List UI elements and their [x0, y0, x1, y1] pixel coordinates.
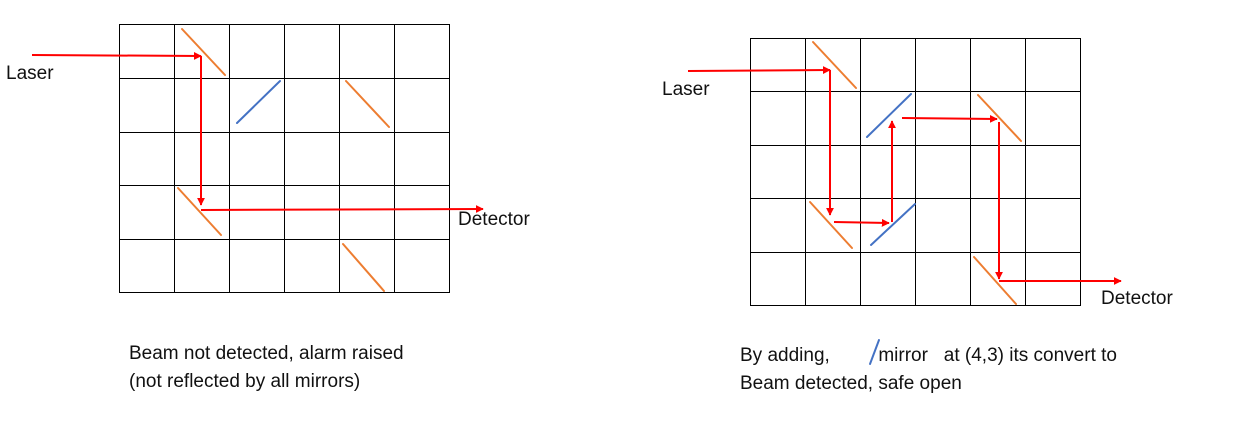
mirror-slash: [870, 203, 916, 246]
mirror-backslash: [812, 41, 857, 89]
right-grid: [750, 38, 1081, 306]
left-mirrors: [177, 28, 390, 292]
caption-before-icon: By adding,: [740, 345, 830, 366]
laser-label: Laser: [6, 63, 54, 84]
laser-label: Laser: [662, 79, 710, 100]
caption-after-icon: mirror at (4,3) its convert to: [878, 345, 1117, 366]
right-mirrors: [809, 41, 1022, 305]
detector-label: Detector: [458, 209, 530, 230]
caption-line-2: (not reflected by all mirrors): [129, 371, 361, 392]
mirror-slash: [866, 93, 912, 138]
left-beam: [31, 51, 484, 214]
caption: Beam not detected, alarm raised (not ref…: [129, 340, 404, 396]
beam-arrow: [31, 51, 202, 60]
mirror-backslash: [809, 201, 853, 249]
beam-arrow: [901, 114, 998, 123]
beam-arrow: [833, 218, 890, 227]
caption-line-2: Beam detected, safe open: [740, 373, 962, 394]
beam-arrow: [200, 205, 484, 214]
detector-label: Detector: [1101, 288, 1173, 309]
mirror-backslash: [345, 80, 390, 128]
caption: By adding, mirror at (4,3) its convert t…: [740, 342, 1117, 398]
mirror-backslash: [177, 187, 222, 236]
beam-arrow: [687, 66, 831, 75]
mirror-slash: [236, 80, 281, 124]
mirror-backslash: [181, 28, 226, 76]
right-beam: [687, 66, 1122, 285]
slash-mirror-icon: [869, 339, 880, 365]
caption-line-1: By adding, mirror at (4,3) its convert t…: [740, 342, 1117, 370]
mirror-backslash: [977, 94, 1022, 142]
mirror-backslash: [342, 243, 385, 292]
mirror-backslash: [973, 256, 1017, 305]
caption-line-1: Beam not detected, alarm raised: [129, 343, 404, 364]
left-grid: [119, 24, 450, 293]
